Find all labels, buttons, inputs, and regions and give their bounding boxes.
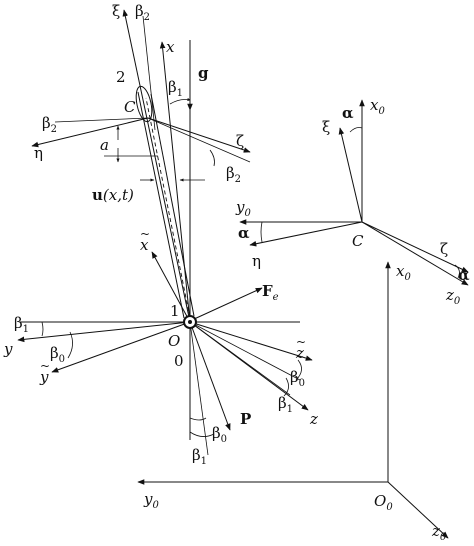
P-force-arrow (189, 321, 231, 431)
label-O: O (168, 332, 180, 350)
C-alpha-right-arc (454, 264, 460, 279)
origin-O-center (188, 320, 192, 324)
C-zeta-axis-line (361, 221, 469, 273)
label-Fe: Fe (262, 282, 279, 303)
tilde-z: ~ (296, 335, 306, 349)
tilde-y: ~ (40, 359, 50, 373)
label-g: g (198, 64, 209, 82)
beta0-line-bottom (189, 321, 209, 456)
y-tilde-axis-line (51, 321, 191, 373)
C-eta-axis-line (249, 221, 363, 247)
label-z-axis: z (309, 410, 318, 428)
label-y-tilde: y (39, 368, 49, 386)
label-point1: 1 (170, 302, 180, 320)
label-beta2-top: β2 (135, 2, 150, 23)
beta1-left-arc (41, 321, 44, 337)
O0-z0-axis-line (387, 481, 449, 539)
beta1-right-arc (283, 377, 289, 397)
z-tilde-axis-line (189, 321, 313, 361)
label-O0-x0: x0 (396, 262, 411, 283)
label-beta1-right: β1 (278, 394, 293, 415)
zeta-ref-line (147, 117, 251, 163)
beta2-left-line (54, 117, 149, 123)
C-xi-axis-line (338, 127, 363, 223)
label-C-y0: y0 (235, 198, 251, 219)
label-zero: 0 (174, 352, 184, 370)
beam-edge-left (137, 91, 185, 319)
label-xi-top: ξ (112, 2, 120, 20)
label-eta-left: η (34, 144, 43, 162)
label-C-center: C (352, 232, 364, 250)
label-O0-y0: y0 (143, 490, 159, 511)
C-alpha-left-arc (260, 221, 263, 243)
zeta-axis-line (147, 117, 251, 153)
label-O0: O0 (374, 492, 393, 513)
label-u: u(x,t) (92, 186, 134, 204)
body-frame-C (239, 99, 469, 286)
label-C-alpha-top: α (342, 104, 354, 122)
beta2-mid-arc (209, 149, 215, 167)
label-C-alpha-left: α (238, 224, 250, 242)
label-x-tilde: x (140, 236, 149, 254)
label-C-alpha-right: α (458, 266, 470, 284)
label-beta0-right: β0 (290, 368, 305, 389)
x-axis-line (159, 41, 191, 323)
x-tilde-axis-line (151, 251, 191, 323)
eta-axis-line (31, 117, 149, 148)
Fe-force-arrow (191, 287, 263, 321)
label-beta1-top: β1 (168, 78, 183, 99)
beta0-right-arc (295, 359, 302, 381)
label-P: P (240, 410, 251, 428)
ray-line-2 (189, 321, 291, 396)
label-y-axis: y (3, 340, 13, 358)
label-beta0-left: β0 (50, 344, 65, 365)
label-beta0-bottom: β0 (212, 424, 227, 445)
label-point2: 2 (116, 68, 126, 86)
label-beta2-left: β2 (42, 114, 57, 135)
labels: ξ β2 x g β1 2 C β2 η a ζ β2 u(x,t) x ~ F… (3, 2, 470, 543)
y-axis-line (17, 321, 191, 343)
label-C-xi: ξ (322, 118, 330, 136)
label-C-z0: z0 (445, 286, 461, 307)
beam-tip (135, 85, 153, 123)
label-C-zeta: ζ (440, 240, 448, 258)
label-C-left: C (124, 98, 136, 116)
beta0-bottom-arc (189, 417, 207, 421)
label-C-eta: η (252, 252, 261, 270)
label-a: a (100, 136, 109, 154)
label-beta2-mid: β2 (226, 164, 241, 185)
beta2-reference-line (142, 15, 156, 131)
beam-edge-right (150, 93, 195, 317)
label-beta1-bottom: β1 (192, 446, 207, 467)
label-C-x0: x0 (370, 96, 385, 117)
label-O0-z0: z0 (431, 522, 447, 543)
label-x-axis: x (166, 38, 175, 56)
beta1-top-arc (169, 97, 191, 105)
label-beta1-left: β1 (14, 314, 29, 335)
label-zeta-left: ζ (236, 132, 244, 150)
beta0-left-arc (67, 331, 73, 359)
tilde-x: ~ (140, 227, 150, 241)
C-alpha-top-arc (349, 127, 363, 133)
C-z0-axis-line (361, 221, 469, 286)
label-z-tilde: z (295, 344, 304, 362)
xi-axis-line (122, 9, 191, 323)
inertial-frame-O0 (137, 261, 449, 539)
beam-deformed-line (145, 97, 191, 319)
ray-line-1 (189, 321, 301, 381)
main-frame (17, 9, 313, 456)
beta1-bottom-arc (189, 431, 215, 437)
